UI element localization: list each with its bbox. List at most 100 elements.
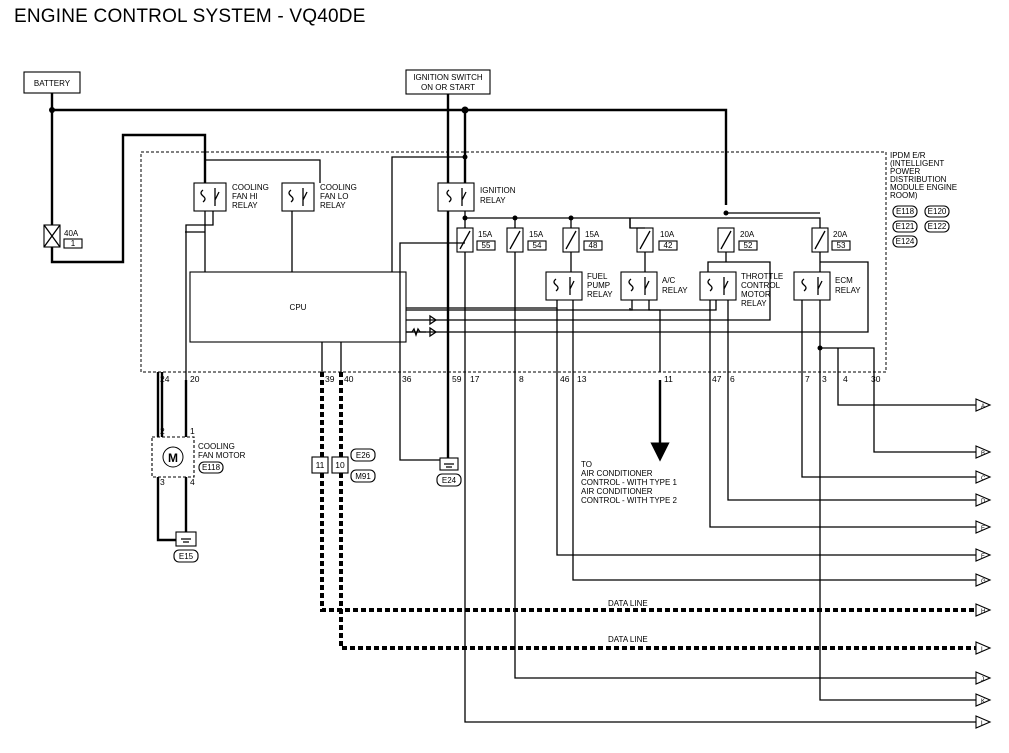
ipdm-c4: E122 [928,222,947,231]
output-b-label: B [981,451,985,457]
cooling-fan-lo-relay: COOLING FAN LO RELAY [281,182,357,212]
fuse-48-amp: 15A [585,230,600,239]
output-a: A [975,398,992,412]
fuse-40a: 40A 1 [43,224,83,249]
fuse-52-num: 52 [744,241,753,250]
fuse-52: 20A 52 [717,227,758,253]
pin-47: 47 [712,374,722,384]
fuse-54-amp: 15A [529,230,544,239]
output-e: E [975,520,992,534]
pin-59: 59 [452,374,462,384]
motor-pin-3: 3 [160,477,165,487]
ac-note: TO AIR CONDITIONER CONTROL - WITH TYPE 1… [581,460,678,505]
fuse-55-amp: 15A [478,230,493,239]
fuse-42: 10A 42 [636,227,678,253]
output-l-label: L [981,721,985,727]
output-f: F [975,548,992,562]
battery-box: BATTERY [23,71,81,94]
fuse-42-num: 42 [664,241,673,250]
pin-46: 46 [560,374,570,384]
fuse-54-num: 54 [533,241,542,250]
ignition-line1: IGNITION SWITCH [413,73,483,82]
throttle-motor-relay: THROTTLE CONTROL MOTOR RELAY [699,271,783,308]
tc-l4: RELAY [741,299,767,308]
motor-symbol: M [168,451,178,465]
ipdm-l1: IPDM E/R [890,151,926,160]
ipdm-l5: MODULE ENGINE [890,183,957,192]
fuse-48: 15A 48 [562,227,603,253]
pin-24: 24 [160,374,170,384]
ipdm-label: IPDM E/R (INTELLIGENT POWER DISTRIBUTION… [890,151,957,248]
output-f-label: F [981,554,985,560]
fan-lo-l3: RELAY [320,201,346,210]
output-j-label: J [981,677,984,683]
fuse-53-num: 53 [837,241,846,250]
fuse-54: 15A 54 [506,227,547,253]
fan-hi-l3: RELAY [232,201,258,210]
ignition-switch-box: IGNITION SWITCH ON OR START [405,69,491,95]
fp-l2: PUMP [587,281,610,290]
fuse-55: 15A 55 [456,227,496,253]
output-g-label: G [981,579,986,585]
cpu-box: CPU [189,271,407,343]
pin-4: 4 [843,374,848,384]
ipdm-l3: POWER [890,167,920,176]
ipdm-l6: ROOM) [890,191,918,200]
fuel-pump-relay: FUEL PUMP RELAY [545,271,613,301]
ignition-relay: IGNITION RELAY [437,182,516,212]
pin-6: 6 [730,374,735,384]
pin-20: 20 [190,374,200,384]
output-d: D [975,493,992,507]
ground-e15-label: E15 [179,552,194,561]
pin-40: 40 [344,374,354,384]
fan-lo-l1: COOLING [320,183,357,192]
ipdm-c1: E118 [896,207,915,216]
pin-3: 3 [822,374,827,384]
ground-e15: E15 [173,531,199,563]
page-title: ENGINE CONTROL SYSTEM - VQ40DE [14,6,366,27]
pin-36: 36 [402,374,412,384]
ground-e24: E24 [436,457,462,487]
fp-l3: RELAY [587,290,613,299]
pin-30: 30 [871,374,881,384]
ecm-l1: ECM [835,276,853,285]
ecm-l2: RELAY [835,286,861,295]
ac-note-l5: CONTROL - WITH TYPE 2 [581,496,678,505]
motor-l1: COOLING [198,442,235,451]
fuse-42-amp: 10A [660,230,675,239]
data-line-label-2: DATA LINE [608,635,648,644]
fp-l1: FUEL [587,272,608,281]
ipdm-c5: E124 [896,237,915,246]
pin-7: 7 [805,374,810,384]
ipdm-c3: E121 [896,222,915,231]
pin-13: 13 [577,374,587,384]
output-b: B [975,445,992,459]
pin-11: 11 [664,374,673,384]
fan-hi-l1: COOLING [232,183,269,192]
tc-l1: THROTTLE [741,272,783,281]
fuse-55-num: 55 [482,241,491,250]
output-h: H [975,603,992,617]
joint-pin-11: 11 [316,460,325,470]
ipdm-enclosure [140,151,887,373]
joint-e26: E26 [356,451,371,460]
pin-17: 17 [470,374,480,384]
motor-pin-4: 4 [190,477,195,487]
motor-connector: E118 [202,463,221,472]
output-h-label: H [981,609,985,615]
output-i: I [975,641,992,655]
cpu-label: CPU [290,303,307,312]
pin-39: 39 [325,374,335,384]
output-e-label: E [981,526,985,532]
ac-l2: RELAY [662,286,688,295]
fuse-53: 20A 53 [811,227,851,253]
ipdm-c2: E120 [928,207,947,216]
ecm-relay: ECM RELAY [793,271,861,301]
output-c-label: C [981,476,986,482]
fuse-40a-num: 1 [71,239,76,248]
output-i-label: I [981,647,983,653]
ac-relay: A/C RELAY [620,271,688,301]
battery-label: BATTERY [34,79,71,88]
cooling-fan-hi-relay: COOLING FAN HI RELAY [193,182,269,212]
output-c: C [975,470,992,484]
